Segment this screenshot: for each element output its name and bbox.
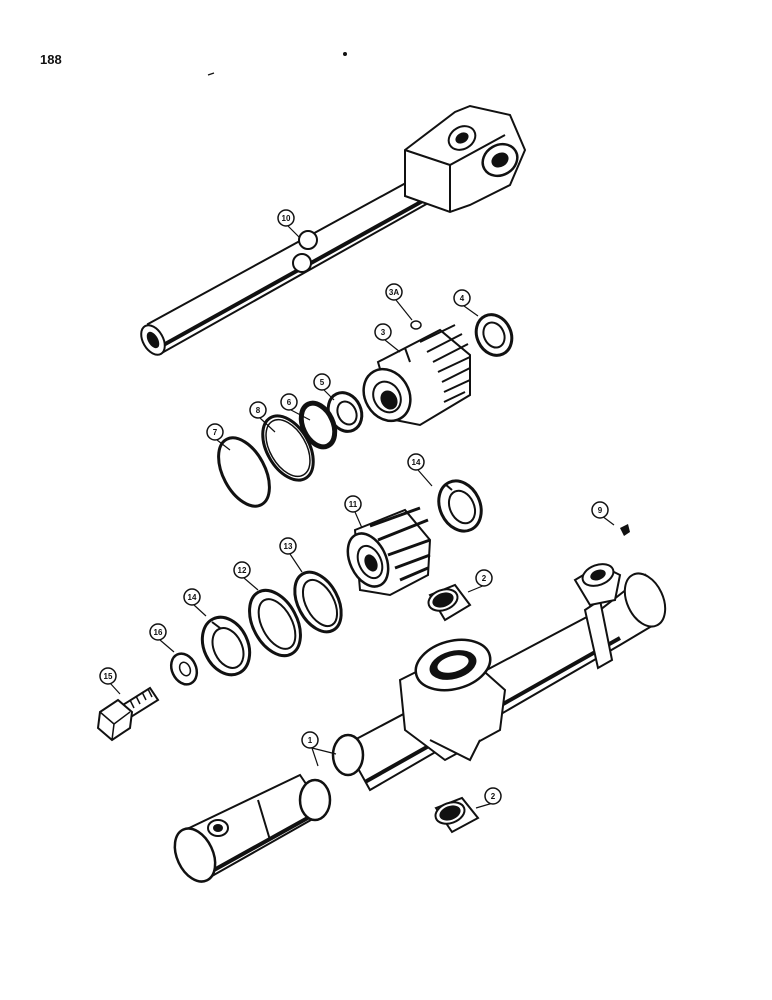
callout-2-upper: 2	[475, 569, 493, 587]
piston-rod-with-clevis	[140, 104, 527, 356]
callout-9: 9	[591, 501, 609, 519]
callout-1: 1	[301, 731, 319, 749]
piston-seal-ring	[293, 570, 343, 634]
callout-16: 16	[149, 623, 167, 641]
svg-text:13: 13	[284, 542, 293, 551]
callout-14-lower: 14	[183, 588, 201, 606]
wear-ring-upper	[437, 479, 483, 533]
bolt	[96, 686, 160, 742]
svg-text:6: 6	[287, 398, 292, 407]
o-ring-small	[298, 400, 338, 450]
washer	[169, 652, 199, 686]
svg-text:2: 2	[482, 574, 487, 583]
callout-13: 13	[279, 537, 297, 555]
setscrew	[620, 524, 630, 536]
rod-seal	[326, 391, 364, 433]
svg-text:3A: 3A	[389, 288, 399, 297]
page-number: 188	[40, 52, 62, 67]
svg-text:10: 10	[282, 214, 291, 223]
callout-12: 12	[233, 561, 251, 579]
plug	[410, 320, 422, 330]
bushing-lower	[434, 796, 480, 834]
callout-6: 6	[280, 393, 298, 411]
callout-11: 11	[344, 495, 362, 513]
bushing-upper	[427, 583, 472, 622]
svg-text:3: 3	[381, 328, 386, 337]
callout-14-upper: 14	[407, 453, 425, 471]
svg-text:8: 8	[256, 406, 261, 415]
svg-text:7: 7	[213, 428, 218, 437]
wiper-ring	[474, 313, 514, 357]
svg-text:12: 12	[238, 566, 247, 575]
cylinder-tube	[173, 563, 667, 883]
callout-8: 8	[249, 401, 267, 419]
piston	[346, 506, 432, 597]
svg-text:5: 5	[320, 378, 325, 387]
svg-text:11: 11	[349, 500, 358, 509]
callout-4: 4	[453, 289, 471, 307]
backup-ring	[261, 414, 315, 482]
svg-text:16: 16	[154, 628, 163, 637]
callout-2-lower: 2	[484, 787, 502, 805]
callout-3: 3	[374, 323, 392, 341]
svg-text:14: 14	[188, 593, 197, 602]
svg-text:1: 1	[308, 736, 313, 745]
callout-7: 7	[206, 423, 224, 441]
svg-text:2: 2	[491, 792, 496, 801]
callout-5: 5	[313, 373, 331, 391]
svg-text:9: 9	[598, 506, 603, 515]
gland	[362, 324, 471, 427]
wear-ring-lower	[200, 615, 252, 677]
print-mark	[207, 72, 215, 76]
callout-10: 10	[277, 209, 295, 227]
callout-3a: 3A	[385, 283, 403, 301]
svg-text:4: 4	[460, 294, 465, 303]
callout-15: 15	[99, 667, 117, 685]
o-ring-large	[217, 436, 271, 508]
print-mark	[343, 52, 347, 56]
svg-text:15: 15	[104, 672, 113, 681]
piston-seal	[248, 588, 302, 658]
svg-text:14: 14	[412, 458, 421, 467]
